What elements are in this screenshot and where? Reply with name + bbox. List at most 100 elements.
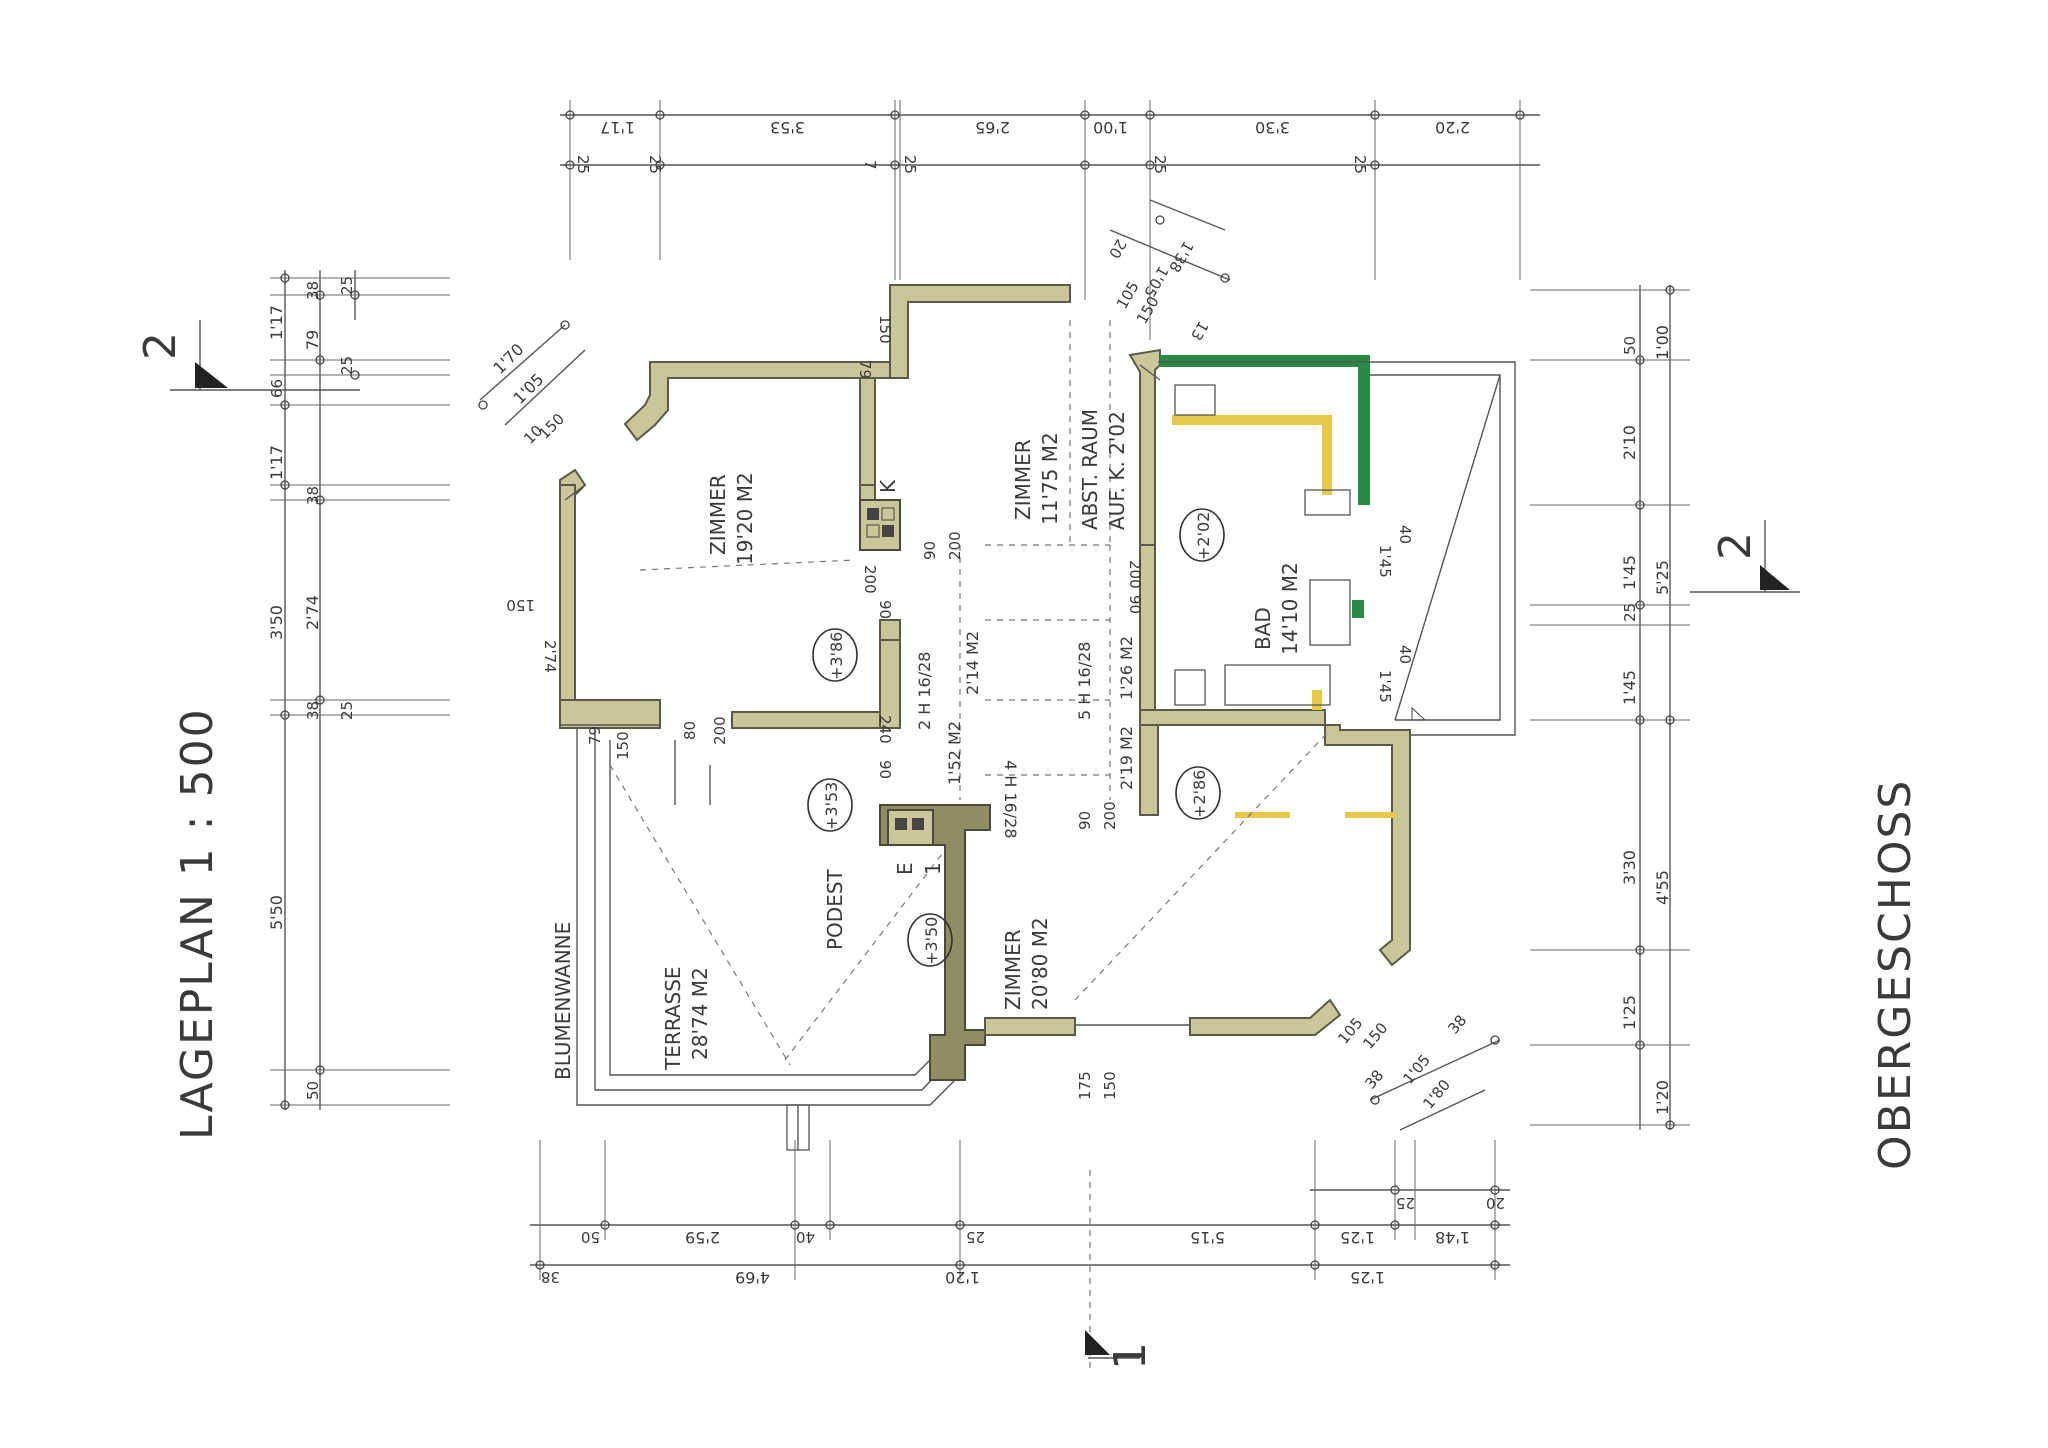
dimension-label: 25	[574, 155, 592, 174]
section-marker-bottom: 1	[1085, 1170, 1156, 1370]
dimension-chain-top: 1'17 3'53 2'65 1'00 3'30 2'20 25 25 7 25…	[560, 100, 1540, 344]
dimension-label: 150	[876, 315, 894, 344]
dimension-label: 3'53	[770, 118, 805, 137]
dimension-label: 13	[1187, 318, 1212, 344]
chimney-label: K	[876, 479, 900, 493]
dimension-label: 4'55	[1653, 870, 1672, 905]
stair-label: 1'26 M2	[1117, 636, 1136, 700]
level-marker: +2'02	[1179, 508, 1225, 562]
dimension-label: 1'45	[1620, 670, 1639, 705]
dimension-label: 1'48	[1435, 1228, 1470, 1247]
room-area: 19'20 M2	[733, 472, 757, 565]
chimney-label: E	[893, 862, 917, 875]
dimension-label: 1'25	[1340, 1228, 1375, 1247]
dimension-label: 50	[1621, 336, 1639, 355]
dimension-label: 90	[876, 760, 894, 779]
dimension-label: 25	[338, 276, 356, 295]
title-lageplan: LAGEPLAN 1 : 500	[172, 707, 223, 1140]
dimension-label: 1'00	[1093, 118, 1128, 137]
dimension-label: 1'05	[509, 370, 547, 408]
dimension-label: 5'25	[1653, 560, 1672, 595]
dimension-label: 40	[1396, 525, 1414, 544]
dimension-label: 25	[966, 1228, 985, 1246]
dimension-label: 1'17	[600, 118, 635, 137]
room-name: TERRASSE	[661, 966, 685, 1071]
dimension-label: 175	[1076, 1071, 1094, 1100]
dimension-label: 1'45	[1376, 670, 1394, 703]
dimension-label: 200	[1101, 801, 1119, 830]
dimension-label: 7	[861, 160, 879, 170]
dimension-label: 25	[646, 155, 664, 174]
room-label: BLUMENWANNE	[551, 922, 575, 1080]
dimension-label: 25	[901, 155, 919, 174]
dimension-label: 90	[1076, 811, 1094, 830]
dimension-label: 80	[681, 721, 699, 740]
dimension-label: 200	[946, 531, 964, 560]
inner-dimensions: 150 2'74 79 150 90 200 90 200 90 200 80 …	[506, 315, 1414, 1100]
level-label: +3'86	[827, 632, 846, 680]
dimension-label: 40	[796, 1228, 815, 1246]
dimension-label: 200	[711, 716, 729, 745]
dimension-label: 25	[1621, 603, 1639, 622]
stair-label: 1'52 M2	[945, 721, 964, 785]
dimension-label: 90	[876, 600, 894, 619]
chimney-label: 1	[921, 862, 945, 875]
room-name: BAD	[1251, 607, 1275, 650]
level-label: +2'02	[1194, 512, 1213, 560]
dimension-label: 1'05	[1140, 263, 1172, 300]
section-label: 2	[1710, 530, 1761, 560]
dimension-label: 1'17	[267, 305, 286, 340]
dimension-label: 3'30	[1620, 850, 1639, 885]
dimension-label: 50	[304, 1081, 322, 1100]
level-marker: +2'86	[1175, 766, 1221, 820]
dimension-label: 38	[304, 486, 322, 505]
title-obergeschoss: OBERGESCHOSS	[1870, 779, 1921, 1170]
stair-label: 4 H 16/28	[1001, 760, 1020, 839]
bathroom-installations	[1158, 355, 1395, 818]
dimension-label: 1'00	[1653, 325, 1672, 360]
dimension-label: 240	[876, 715, 894, 744]
dimension-label: 38	[1361, 1066, 1387, 1092]
dimension-label: 2'74	[541, 640, 559, 673]
chimney	[859, 499, 934, 846]
section-marker-top-left: 2	[135, 320, 360, 391]
dimension-label: 90	[1126, 595, 1144, 614]
dimension-label: 5'50	[267, 895, 286, 930]
dimension-label: 38	[541, 1268, 560, 1286]
dimension-label: 50	[581, 1228, 600, 1246]
dimension-label: 66	[268, 379, 286, 398]
dimension-label: 150	[506, 596, 535, 614]
dimension-label: 3'30	[1255, 118, 1290, 137]
terrace-planter	[576, 725, 966, 1151]
section-label: 2	[135, 330, 186, 360]
stairs	[674, 320, 1111, 805]
dimension-label: 150	[614, 731, 632, 760]
dimension-label: 1'25	[1620, 995, 1639, 1030]
dimension-label: 2'20	[1435, 118, 1470, 137]
room-name: ZIMMER	[1011, 439, 1035, 520]
dimension-label: 40	[1396, 645, 1414, 664]
level-label: +2'86	[1190, 770, 1209, 818]
dimension-label: 25	[1151, 155, 1169, 174]
dimension-label: 38	[1444, 1011, 1470, 1037]
dimension-label: 1'45	[1376, 545, 1394, 578]
dimension-label: 38	[304, 701, 322, 720]
dimension-label: 200	[1126, 560, 1144, 589]
dimension-label: 20	[1105, 236, 1130, 262]
dimension-label: 1'17	[267, 445, 286, 480]
dimension-label: 2'10	[1620, 425, 1639, 460]
room-label: ABST. RAUM	[1078, 409, 1102, 530]
dimension-label: 3'50	[267, 605, 286, 640]
dimension-label: 2'59	[685, 1228, 720, 1247]
dimension-label: 79	[586, 726, 604, 745]
room-name: ZIMMER	[706, 474, 730, 555]
level-label: +3'53	[822, 782, 841, 830]
dimension-chain-right: 50 1'00 2'10 1'45 25 1'45 5'25 3'30 4'55…	[1334, 285, 1690, 1131]
stair-label: 2 H 16/28	[915, 652, 934, 731]
room-label: AUF. K. 2'02	[1105, 411, 1129, 530]
dimension-label: 25	[1351, 155, 1369, 174]
dimension-label: 150	[1133, 293, 1163, 327]
dimension-label: 150	[1101, 1071, 1119, 1100]
dimension-label: 20	[1486, 1194, 1505, 1212]
